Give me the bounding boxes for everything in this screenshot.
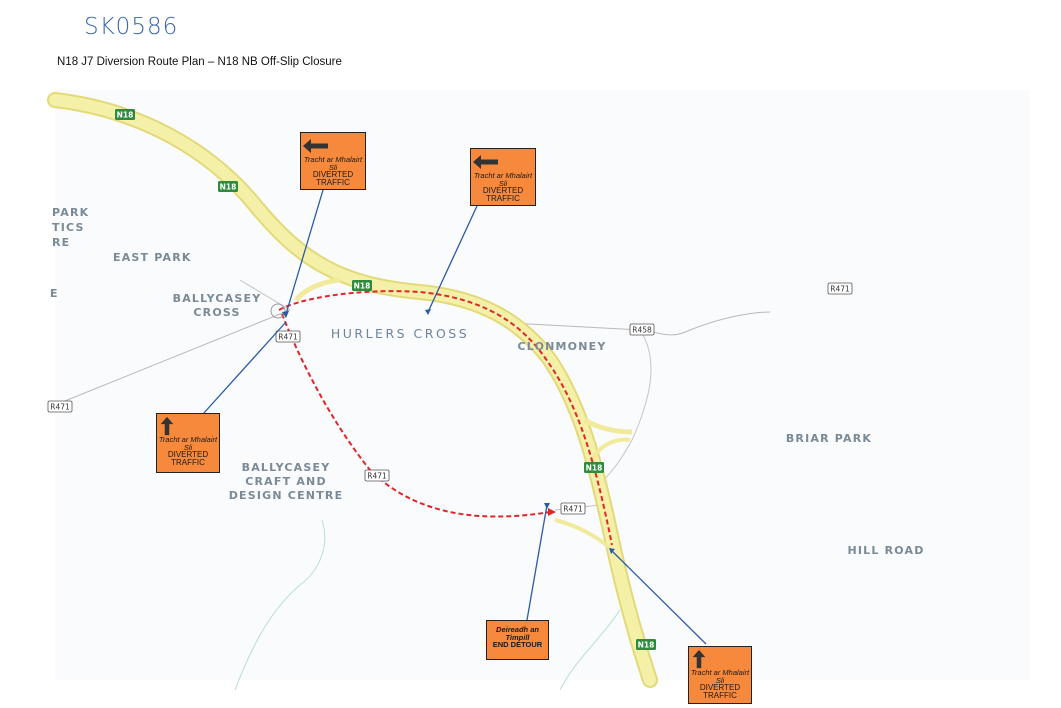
road-badge-r471: R471 xyxy=(560,502,586,515)
diversion-sign-ahead-arrow: Tracht ar Mhalairt Sli DIVERTED TRAFFIC xyxy=(156,413,220,473)
slip-road xyxy=(583,417,633,435)
road-badge-n18: N18 xyxy=(115,109,135,120)
local-road xyxy=(594,329,652,489)
stream xyxy=(559,609,621,691)
place-label: PARK xyxy=(52,206,89,219)
leader-arrowhead xyxy=(544,503,550,509)
road-badge-n18: N18 xyxy=(352,280,372,291)
plan-heading: N18 J7 Diversion Route Plan – N18 NB Off… xyxy=(57,56,342,68)
place-label-clonmoney: CLONMONEY xyxy=(517,340,606,353)
regional-road-r471-west xyxy=(54,309,291,406)
slip-road xyxy=(590,437,631,462)
arrow-left-icon xyxy=(473,155,498,169)
road-badge-r458: R458 xyxy=(629,323,655,336)
place-label-craft-centre: BALLYCASEY xyxy=(242,461,331,474)
arrow-left-icon xyxy=(303,139,328,153)
slip-road xyxy=(554,518,612,550)
diversion-arrowhead xyxy=(548,508,556,516)
road-badge-n18: N18 xyxy=(584,462,604,473)
place-label-east-park: EAST PARK xyxy=(113,251,192,264)
drawing-reference: SK0586 xyxy=(84,14,179,40)
place-label-craft-centre: DESIGN CENTRE xyxy=(229,489,344,502)
road-badge-n18: N18 xyxy=(218,181,238,192)
sign-leader-line xyxy=(285,189,324,315)
sign-leader-line xyxy=(427,205,478,313)
arrow-up-icon xyxy=(692,649,706,669)
place-label: TICS xyxy=(52,221,85,234)
svg-text:N18: N18 xyxy=(354,282,371,291)
road-badge-n18: N18 xyxy=(636,639,656,650)
place-label-ballycasey-cross: BALLYCASEY xyxy=(173,292,262,305)
place-label-hill-road: HILL ROAD xyxy=(847,544,924,557)
svg-text:N18: N18 xyxy=(117,111,134,120)
place-label-ballycasey-cross: CROSS xyxy=(193,306,240,319)
svg-text:R471: R471 xyxy=(563,505,583,514)
diversion-route-north xyxy=(278,290,613,546)
road-badge-r471: R471 xyxy=(275,330,301,343)
diversion-sign-left-arrow: Tracht ar Mhalairt Sli DIVERTED TRAFFIC xyxy=(300,132,366,190)
road-badge-r471: R471 xyxy=(827,282,853,295)
roundabout xyxy=(270,303,286,319)
svg-text:R471: R471 xyxy=(830,285,850,294)
diversion-sign-left-arrow: Tracht ar Mhalairt Sli DIVERTED TRAFFIC xyxy=(470,148,536,206)
road-badge-r471: R471 xyxy=(364,469,390,482)
slip-road xyxy=(294,277,341,302)
place-label: RE xyxy=(52,236,70,249)
arrow-up-icon xyxy=(160,416,174,436)
svg-text:N18: N18 xyxy=(586,464,603,473)
end-detour-sign: Deireadh an Timpill END DETOUR xyxy=(486,620,549,660)
svg-text:R471: R471 xyxy=(278,333,298,342)
svg-text:R471: R471 xyxy=(367,472,387,481)
place-label-briar-park: BRIAR PARK xyxy=(786,432,872,445)
leader-arrowhead xyxy=(282,311,289,318)
svg-text:R471: R471 xyxy=(50,403,70,412)
leader-arrowhead xyxy=(425,309,431,315)
road-badge-r471: R471 xyxy=(47,400,73,413)
sign-leader-line xyxy=(202,321,287,415)
place-label-hurlers-cross: HURLERS CROSS xyxy=(331,326,469,341)
leader-arrowhead xyxy=(609,548,615,554)
diversion-sign-ahead-arrow: Tracht ar Mhalairt Sli DIVERTED TRAFFIC xyxy=(688,646,752,704)
svg-text:R458: R458 xyxy=(632,326,652,335)
sign-leader-line xyxy=(526,504,548,621)
place-label-craft-centre: CRAFT AND xyxy=(245,475,327,488)
svg-text:N18: N18 xyxy=(638,641,655,650)
map-background xyxy=(55,90,1030,680)
sign-leader-line xyxy=(611,550,707,645)
svg-text:N18: N18 xyxy=(220,183,237,192)
place-label: E xyxy=(50,287,59,300)
stream xyxy=(234,519,326,691)
